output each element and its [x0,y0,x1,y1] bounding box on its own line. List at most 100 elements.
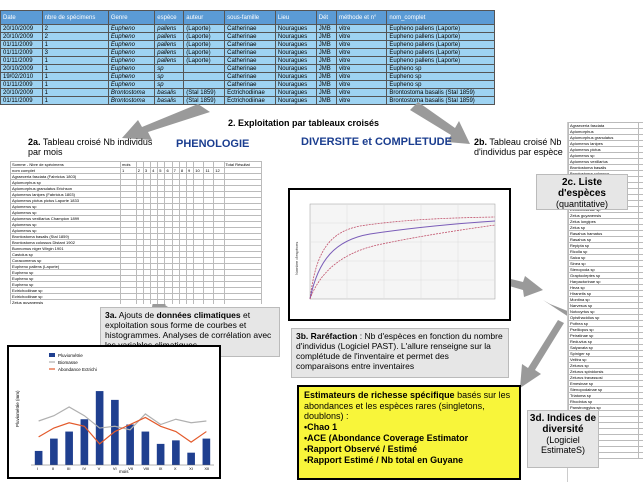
estimators-intro-bold: Estimateurs de richesse spécifique [304,390,455,400]
pheno-bar [202,438,211,465]
step-3b-num: 3b. [296,331,309,341]
legend-abondance: Abondance Ectrichi [58,367,97,372]
step-2b-num: 2b. [474,137,488,147]
header-cell: Dét [315,10,337,25]
step-3b-text: 3b. Raréfaction : Nb d'espèces en foncti… [296,331,504,371]
pheno-bar [172,440,180,465]
estimators-intro: Estimateurs de richesse spécifique basés… [304,390,514,422]
rarefaction-ylabel: Nombre d'espèces [294,242,299,275]
step-3d-num: 3d. [529,413,545,424]
step-2c-title: Liste d'espèces [558,177,606,199]
pheno-x-tick: IV [82,466,86,471]
pheno-bar [126,424,134,465]
step-3a-box: 3a. Ajouts de données climatiques et exp… [100,307,280,357]
estimators-box: Estimateurs de richesse spécifique basés… [297,385,521,480]
phenologie-title: PHENOLOGIE [176,138,250,150]
pheno-bar [141,431,150,465]
pheno-x-tick: VII [128,466,133,471]
rarefaction-chart: Nombre d'espèces [290,190,509,319]
crosstab-row: Apiomerus sp [10,221,262,228]
crosstab-species-cell: Zelus guyanensis [10,299,121,304]
legend-swatch-pluviometrie [49,353,55,357]
pheno-x-tick: I [37,466,38,471]
pheno-bar [187,452,195,465]
crosstab-value-cell [186,299,195,304]
header-cell: Date [0,10,43,25]
step-3a-num: 3a. [105,310,117,320]
estimator-item: •ACE (Abondance Coverage Estimator [304,432,469,443]
pheno-x-tick: III [67,466,70,471]
pheno-x-tick: X [174,466,177,471]
step-2b-text: Tableau croisé Nb d'individus par espèce [474,137,563,157]
step-2a-label: 2a. Tableau croisé Nb individus par mois [28,137,163,157]
crosstab-value-cell [157,299,166,304]
step-3a-pre: Ajouts de [116,310,157,320]
crosstab-value-cell [171,299,180,304]
table-cell: Brontostoma [107,96,156,105]
estimators-list: •Chao 1•ACE (Abondance Coverage Estimato… [304,422,514,466]
table-cell: JMB [315,96,337,105]
table-cell: (Stal 1859) [183,96,226,105]
crosstab-row: Apiomorphus sp [10,179,262,186]
crosstab-value-cell [223,299,262,304]
table-cell: vitre [335,96,388,105]
arrow-to-2b [410,102,470,144]
crosstab-row: Ectrichodiinae sp [10,293,262,300]
arrow-to-2a [122,104,210,140]
step-2c-box: 2c. Liste d'espèces (quantitative) [536,174,628,210]
crosstab-row: Zelus guyanensis [10,299,262,304]
crosstab-row: Coracomerus sp [10,257,262,264]
step-2c-sub: (quantitative) [555,199,609,209]
estimator-item: •Chao 1 [304,421,338,432]
step-2a-text: Tableau croisé Nb individus par mois [28,137,153,157]
species-count-cell [638,452,643,459]
legend-pluviometrie: Pluviométrie [58,353,83,358]
crosstab-value-cell [193,299,205,304]
pheno-x-tick: XII [204,466,209,471]
pheno-x-tick: V [98,466,101,471]
step-3b-bold: Raréfaction [308,331,358,341]
table-cell: basalis [154,96,185,105]
pheno-bar [80,419,89,465]
exploitation-title: 2. Exploitation par tableaux croisés [228,118,380,128]
pheno-ylabel: Pluviométrie (mm) [15,390,20,427]
step-3d-sub: (Logiciel EstimateS) [540,435,585,455]
crosstab-value-cell [120,299,137,304]
crosstab-value-cell [142,299,152,304]
crosstab-row: Eupheno pallens (Laporte) [10,263,262,270]
step-2c-title-line: 2c. Liste d'espèces [537,175,627,199]
pheno-bar [65,431,73,465]
legend-biomasse: Biomasse [58,360,78,365]
crosstab-value-cell [164,299,173,304]
pheno-x-tick: IX [159,466,163,471]
pheno-x-tick: VI [113,466,117,471]
rarefaction-upper-ci [309,216,496,300]
crosstab-value-cell [178,299,188,304]
crosstab-value-cell [203,299,215,304]
crosstab-row: Apiomerus sp [10,203,262,210]
step-3d-box: 3d. Indices de diversité (Logiciel Estim… [527,410,599,468]
crosstab-value-cell [135,299,144,304]
crosstab-value-cell [213,299,225,304]
pheno-bar [111,399,119,465]
header-cell: sous-famille [224,10,276,25]
step-3d-title-line: 3d. Indices de diversité [528,413,598,435]
pheno-bar [156,443,165,465]
step-2b-label: 2b. Tableau croisé Nb d'individus par es… [474,137,564,157]
rarefaction-lower-ci [309,224,496,300]
abondance-line [38,416,207,445]
step-3d-title: Indices de diversité [542,413,597,435]
pheno-bar [50,438,58,465]
step-2a-num: 2a. [28,137,41,147]
pheno-bar [34,450,43,465]
pheno-x-tick: II [52,466,54,471]
